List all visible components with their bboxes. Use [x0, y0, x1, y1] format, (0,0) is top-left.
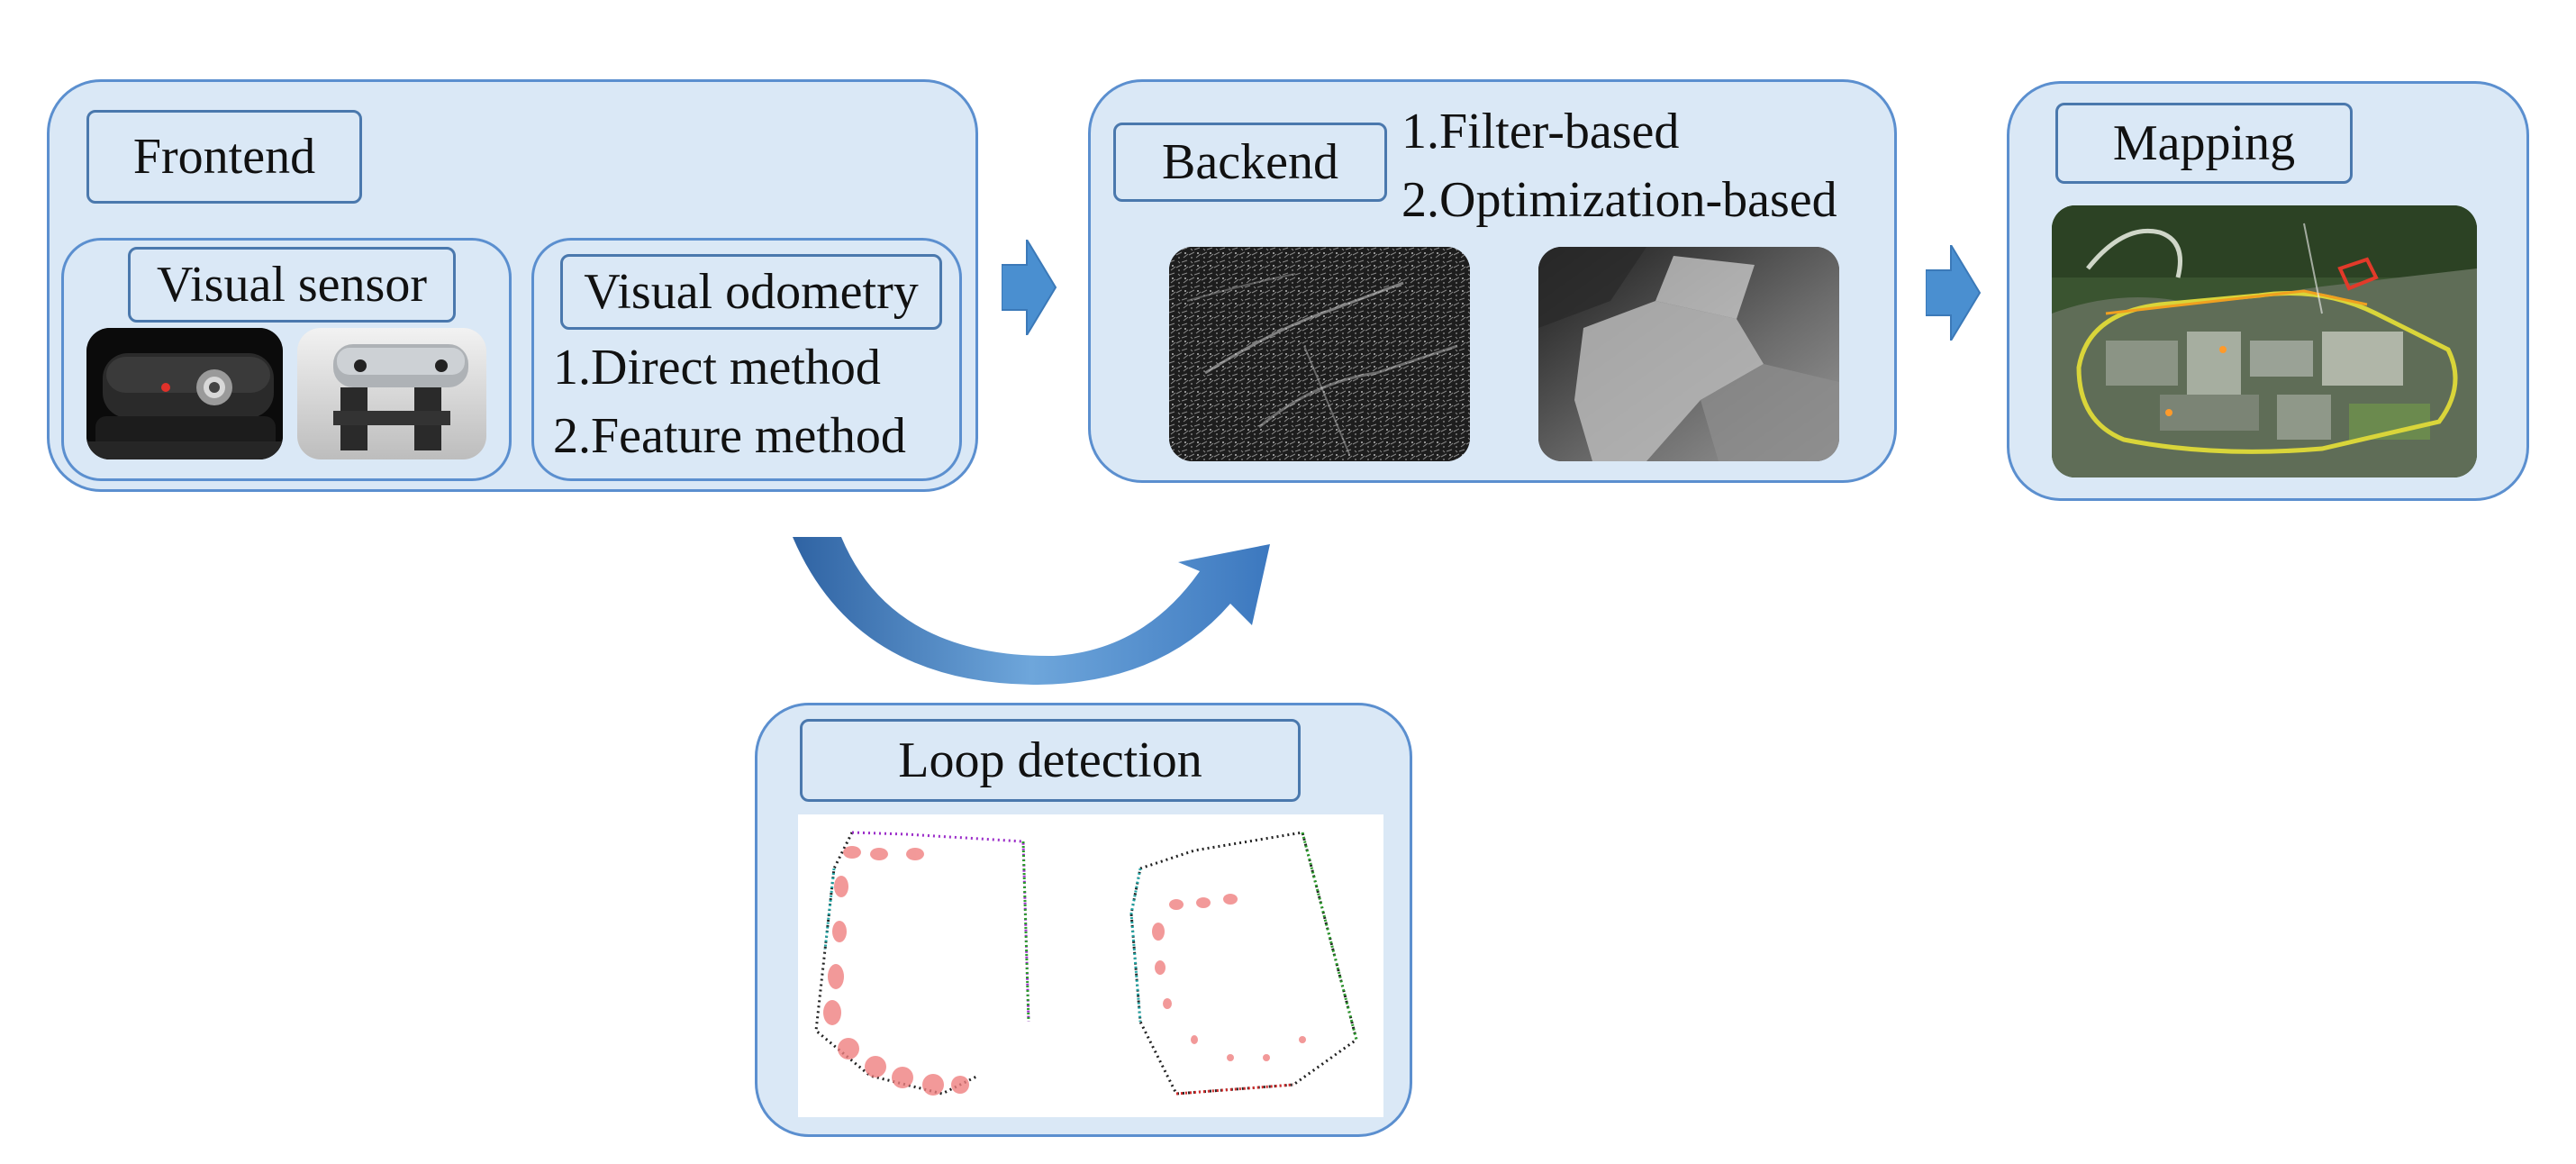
backend-title: Backend [1113, 123, 1387, 202]
feature-method-text: 2.Feature method [553, 408, 906, 464]
frontend-title: Frontend [86, 110, 362, 204]
mapping-title: Mapping [2055, 103, 2353, 184]
satellite-map-image [2052, 205, 2477, 477]
webcam-image [86, 328, 283, 459]
right-arrow-icon [1926, 245, 1982, 341]
curved-arrow-icon [784, 532, 1288, 685]
direct-method-text: 1.Direct method [553, 340, 881, 396]
semi-dense-map-image [1169, 247, 1470, 461]
right-arrow-icon [1002, 240, 1057, 335]
loop-detection-plot [798, 814, 1383, 1117]
depth-camera-image [297, 328, 486, 459]
visual-odometry-title: Visual odometry [560, 254, 942, 330]
depth-map-image [1538, 247, 1839, 461]
filter-based-text: 1.Filter-based [1401, 104, 1680, 159]
loop-detection-title: Loop detection [800, 719, 1301, 802]
visual-sensor-title: Visual sensor [128, 247, 456, 323]
optimization-based-text: 2.Optimization-based [1401, 172, 1837, 228]
